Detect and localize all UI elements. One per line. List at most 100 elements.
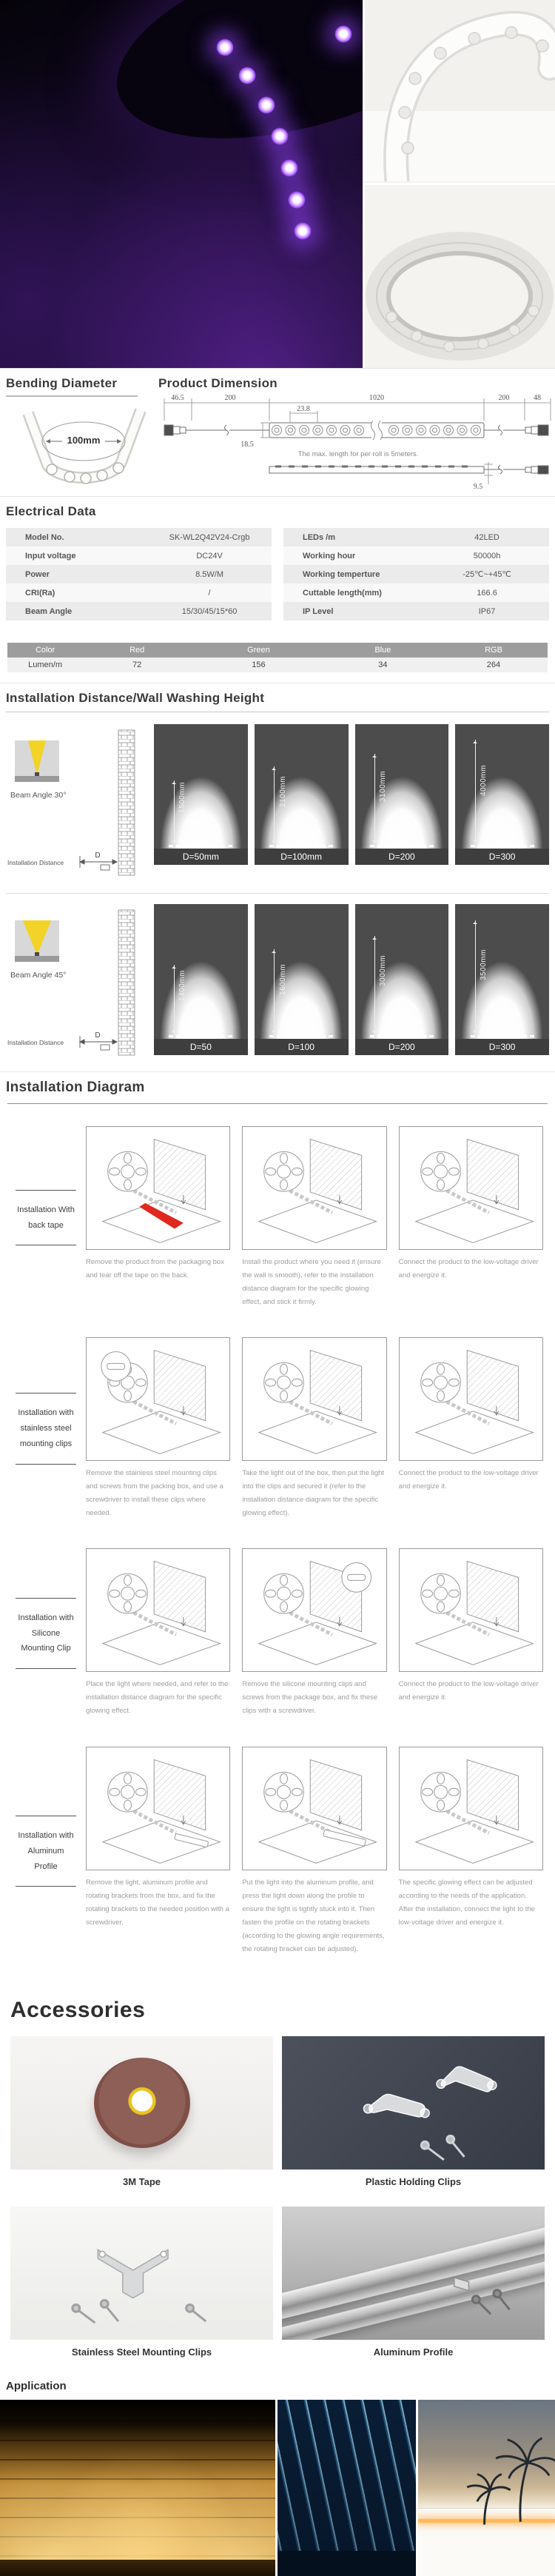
lumen-cell: Lumen/m (28, 660, 63, 669)
accessory-item: 3M Tape (10, 2035, 273, 2187)
height-label: 1600mm (278, 964, 287, 995)
install-steps: Remove the stainless steel mounting clip… (86, 1337, 549, 1520)
spec-row: Model No.SK-WL2Q42V24-Crgb (6, 528, 272, 546)
product-photo-coiled-strip (365, 185, 555, 368)
accessory-photo-aluminum-profile (282, 2206, 545, 2340)
red-tape (139, 1202, 184, 1229)
product-photo-purple-strip (0, 0, 363, 368)
accessory-item: Stainless Steel Mounting Clips (10, 2206, 273, 2358)
distance-caption: D=300 (455, 1039, 549, 1055)
spec-value: -25℃~+45℃ (462, 570, 511, 579)
install-row-label-text: Installation with Silicone Mounting Clip (16, 1597, 76, 1670)
install-step-figure (242, 1337, 387, 1462)
accessory-label: Stainless Steel Mounting Clips (71, 2346, 212, 2358)
reel-wall-diagram (243, 1127, 386, 1249)
clip-detail (101, 1351, 131, 1382)
bending-diameter-block: Bending Diameter 100mm (6, 376, 154, 493)
application-photo-wall-washing (0, 2399, 275, 2576)
reel-wall-diagram (87, 1127, 229, 1249)
installation-distance-section: Installation Distance/Wall Washing Heigh… (0, 683, 555, 1071)
reel-wall-diagram (243, 1338, 386, 1460)
dim-strip-width: 18.5 (240, 441, 254, 449)
reel-wall-diagram (87, 1338, 229, 1460)
spec-value: 50000h (473, 551, 501, 561)
install-row-label-text: Installation with stainless steel mounti… (16, 1393, 76, 1465)
bending-title: Bending Diameter (6, 376, 118, 390)
diagram-title: Installation Diagram (6, 1080, 145, 1095)
application-photos (0, 2399, 555, 2576)
install-step-caption: Put the light into the aluminum profile,… (242, 1878, 385, 1953)
install-step-caption: Remove the stainless steel mounting clip… (86, 1469, 223, 1518)
wall-distance-diagram: D Installation Distance (7, 729, 135, 876)
dimension-drawing: 46.5 200 1020 200 48 23.8 (164, 394, 551, 491)
height-label: 3000mm (379, 954, 388, 986)
lumen-header-cell: Blue (374, 646, 391, 655)
d-label: D (95, 1031, 100, 1040)
height-measure (472, 920, 477, 1034)
spec-value: IP67 (478, 606, 496, 616)
led-glow (280, 159, 298, 177)
dim-pitch: 23.8 (297, 405, 310, 413)
height-measure (372, 753, 377, 844)
plastic-clips-illustration (363, 2066, 497, 2161)
install-step-caption: Connect the product to the low-voltage d… (398, 1469, 539, 1491)
led-line (269, 845, 334, 847)
led-line (470, 1035, 534, 1037)
lumen-cell: 34 (378, 660, 388, 669)
accessory-label: Aluminum Profile (373, 2346, 454, 2358)
install-step-caption: Place the light where needed, and refer … (86, 1680, 229, 1716)
lumen-header-cell: Color (35, 646, 56, 655)
beam-angle-label: Beam Angle 45° (10, 971, 67, 980)
palm-trees-illustration (466, 2437, 555, 2525)
led-line (169, 845, 233, 847)
tape-roll (93, 2057, 190, 2148)
lumen-header-cell: Red (130, 646, 145, 655)
height-label: 1500mm (178, 781, 186, 813)
install-step-caption: Remove the light, aluminum profile and r… (86, 1878, 229, 1927)
beam-photo: 2100mm D=100mm (254, 724, 349, 865)
electrical-section: Electrical Data Model No.SK-WL2Q42V24-Cr… (0, 496, 555, 683)
install-row-steel-clips: Installation with stainless steel mounti… (6, 1315, 549, 1526)
install-row-label: Installation with Silicone Mounting Clip (6, 1548, 86, 1718)
accessories-title: Accessories (10, 1997, 146, 2022)
accessory-photo-plastic-clips (282, 2035, 545, 2169)
install-step-figure (398, 1337, 543, 1462)
beam-photo: 3000mm D=200 (354, 904, 449, 1055)
install-row-aluminum-profile: Installation with Aluminum Profile Remov… (6, 1724, 549, 1962)
distance-caption: D=200 (354, 1039, 449, 1055)
reel-wall-diagram (400, 1338, 542, 1460)
dim-side-height: 9.5 (474, 483, 483, 491)
accessory-label: Plastic Holding Clips (365, 2175, 462, 2187)
spec-label: Working temperture (303, 569, 380, 579)
install-step: Connect the product to the low-voltage d… (398, 1337, 543, 1520)
accessory-label: 3M Tape (122, 2175, 161, 2187)
accessory-photo-steel-clips (10, 2206, 273, 2340)
install-step: Remove the silicone mounting clips and s… (242, 1548, 387, 1718)
lumen-cell: 156 (252, 660, 266, 669)
dimension-section: Bending Diameter 100mm Product Dimension (0, 368, 555, 496)
light-glow (360, 928, 443, 1039)
height-measure (272, 766, 277, 844)
distance-caption: D=50mm (154, 849, 248, 865)
accessory-item: Plastic Holding Clips (282, 2035, 545, 2187)
install-steps: Place the light where needed, and refer … (86, 1548, 549, 1718)
strip-silhouette (95, 0, 363, 176)
spec-row: Cuttable length(mm)166.6 (283, 583, 549, 602)
led-glow (294, 222, 312, 240)
beam-angle-45-icon (15, 920, 59, 962)
distance-caption: D=50 (154, 1039, 248, 1055)
led-line (470, 845, 534, 847)
d-label: D (95, 852, 100, 860)
height-measure (272, 949, 277, 1034)
beam-info-30: Beam Angle 30° D Installation Distance (6, 724, 154, 881)
product-photo-bent-strip (365, 0, 555, 183)
install-row-back-tape: Installation With back tape Remove the p… (6, 1104, 549, 1315)
led-glow (216, 39, 234, 56)
light-glow (260, 928, 343, 1039)
accessory-photo-3m-tape (10, 2035, 273, 2169)
distance-caption: D=100mm (254, 849, 349, 865)
